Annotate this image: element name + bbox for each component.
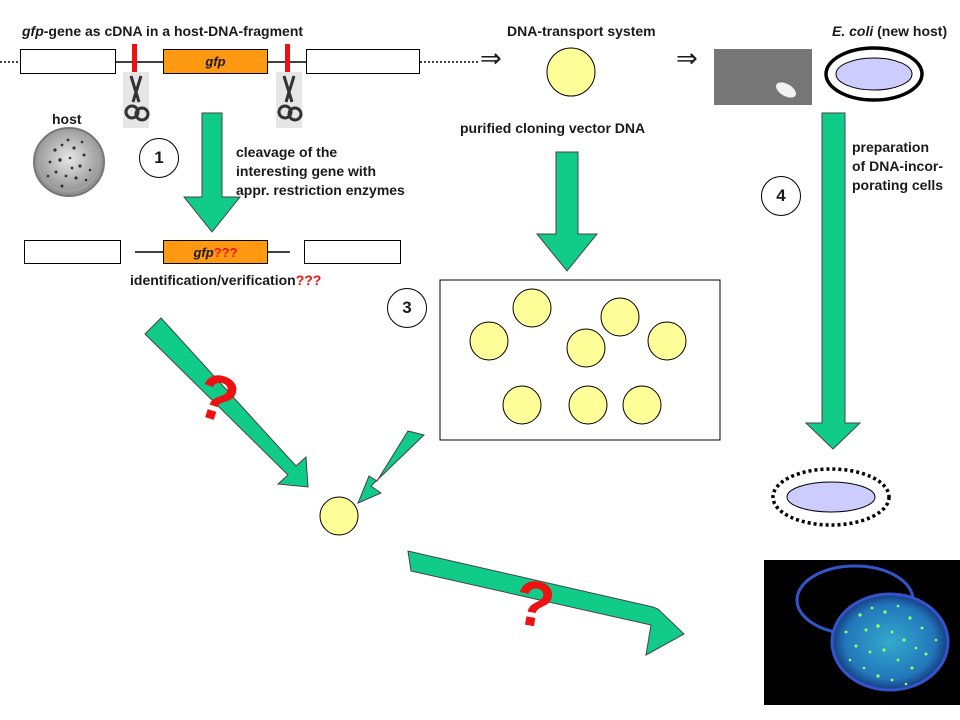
step3-badge: 3 (387, 288, 427, 328)
gene-prefix: gfp (22, 23, 44, 39)
ecoli-name: E. coli (832, 23, 874, 39)
competent-cell (786, 481, 876, 513)
ligation-arrow-right (357, 430, 425, 504)
step1-arrow (182, 112, 242, 233)
cleaved-gfp-label: gfp (193, 245, 214, 260)
vector-arrow (535, 151, 599, 272)
recombinant-plasmid (319, 496, 359, 536)
transport-system-title: DNA-transport system (507, 23, 656, 39)
host-dna-segment-left (20, 49, 116, 74)
step1-line2: interesting gene with (236, 163, 377, 179)
cut-site-right (285, 44, 290, 82)
step1-line3: appr. restriction enzymes (236, 182, 405, 198)
cleaved-gfp-box: gfp??? (163, 240, 268, 264)
plasmid-circle (512, 288, 552, 328)
step4-description: preparation of DNA-incor- porating cells (852, 138, 943, 195)
step1-description: cleavage of the interesting gene with ap… (236, 143, 405, 200)
identification-label: identification/verification??? (130, 271, 321, 290)
ligation-arrow-left (144, 317, 309, 488)
step4-arrow (804, 112, 862, 450)
cut-site-left (132, 44, 137, 82)
step1-badge: 1 (139, 138, 179, 178)
ecoli-rest: (new host) (873, 23, 948, 39)
plasmid-circle (469, 321, 509, 361)
step4-line2: of DNA-incor- (852, 158, 943, 174)
identification-text: identification/verification (130, 272, 296, 288)
scissors-icon (276, 72, 303, 128)
cleaved-segment-left (24, 240, 121, 264)
gene-fragment-title: gfp-gene as cDNA in a host-DNA-fragment (22, 22, 303, 41)
step4-line1: preparation (852, 139, 930, 155)
implies-arrow-1: ⇒ (480, 44, 502, 74)
ecoli-cell (835, 57, 913, 91)
transformation-arrow (407, 550, 685, 656)
plasmid-circle (600, 297, 640, 337)
petri-dish-icon (33, 127, 105, 197)
cleaved-gfp-qmarks: ??? (213, 245, 238, 260)
plasmid-circle (622, 385, 662, 425)
identification-qmarks: ??? (295, 272, 322, 288)
ecoli-title: E. coli (new host) (832, 22, 947, 41)
step4-line3: porating cells (852, 177, 944, 193)
transport-plasmid (546, 47, 596, 97)
gene-title-rest: -gene as cDNA in a host-DNA-fragment (43, 23, 304, 39)
gfp-gene-box: gfp (163, 49, 268, 74)
host-dna-segment-right (306, 49, 420, 74)
fluorescent-plate-image (764, 560, 960, 705)
plasmid-circle (647, 321, 687, 361)
plasmid-circle (566, 328, 606, 368)
plasmid-circle (568, 385, 608, 425)
step1-line1: cleavage of the (236, 144, 338, 160)
scissors-icon (123, 72, 150, 128)
microscope-cell-image (714, 49, 812, 105)
implies-arrow-2: ⇒ (676, 44, 698, 74)
vector-label: purified cloning vector DNA (460, 120, 646, 136)
step4-badge: 4 (761, 176, 801, 216)
cleaved-segment-right (304, 240, 401, 264)
plasmid-pool (469, 288, 687, 425)
host-label: host (52, 111, 82, 127)
plasmid-circle (502, 385, 542, 425)
